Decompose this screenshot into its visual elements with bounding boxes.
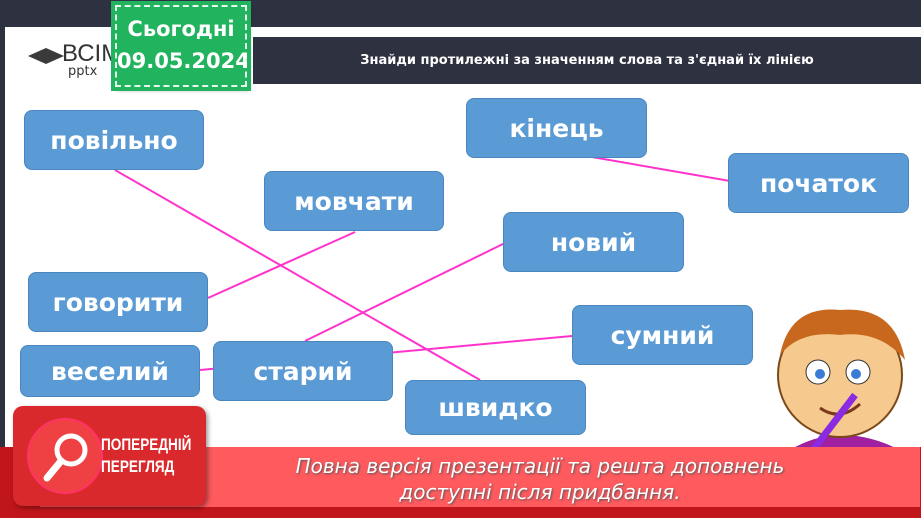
date-badge: Сьогодні 09.05.2024 bbox=[111, 1, 251, 91]
line-movchaty-hovoryty bbox=[207, 231, 356, 299]
word-card[interactable]: сумний bbox=[572, 305, 753, 365]
date-value: 09.05.2024 bbox=[117, 49, 250, 73]
word-card[interactable]: говорити bbox=[28, 272, 208, 332]
magnifier-icon bbox=[27, 418, 103, 494]
date-label: Сьогодні bbox=[127, 17, 235, 41]
line-novyi-staryi bbox=[304, 242, 506, 342]
logo-sub: pptx bbox=[68, 64, 98, 79]
word-card[interactable]: мовчати bbox=[264, 171, 444, 231]
word-card[interactable]: веселий bbox=[20, 345, 200, 397]
word-card[interactable]: кінець bbox=[466, 98, 647, 158]
word-card[interactable]: старий bbox=[213, 341, 393, 401]
graduation-cap-icon bbox=[28, 48, 64, 64]
preview-button[interactable]: ПОПЕРЕДНІЙ ПЕРЕГЛЯД bbox=[13, 406, 206, 506]
logo-text: ВСІМ bbox=[62, 40, 122, 67]
preview-line-1: ПОПЕРЕДНІЙ bbox=[101, 435, 192, 454]
banner-line-2: доступні після придбання. bbox=[399, 480, 681, 504]
word-card[interactable]: повільно bbox=[24, 110, 204, 170]
logo: ВСІМ pptx bbox=[10, 40, 121, 80]
preview-line-2: ПЕРЕГЛЯД bbox=[101, 457, 175, 476]
preview-label: ПОПЕРЕДНІЙ ПЕРЕГЛЯД bbox=[101, 434, 191, 478]
line-povilno-shvydko bbox=[114, 169, 481, 381]
banner-text: Повна версія презентації та решта доповн… bbox=[230, 453, 850, 505]
task-title: Знайди протилежні за значенням слова та … bbox=[253, 37, 921, 84]
word-card[interactable]: швидко bbox=[405, 380, 586, 435]
word-card[interactable]: новий bbox=[503, 212, 684, 272]
word-card[interactable]: початок bbox=[728, 153, 909, 213]
banner-line-1: Повна версія презентації та решта доповн… bbox=[295, 454, 785, 478]
line-kinets-pochatok bbox=[591, 156, 731, 182]
